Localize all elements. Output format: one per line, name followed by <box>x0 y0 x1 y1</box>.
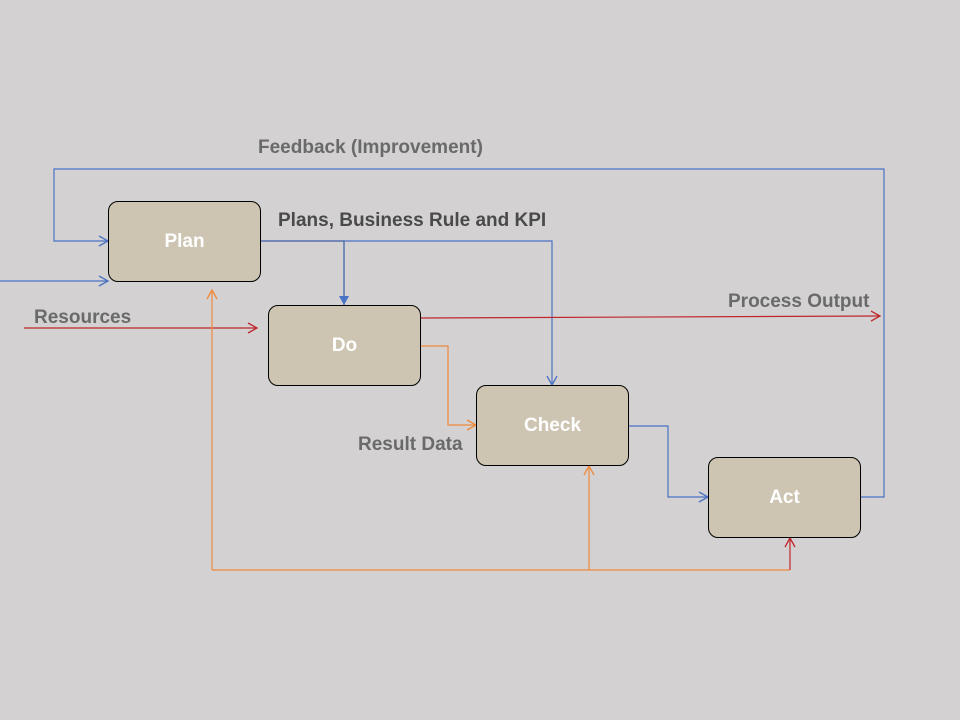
plans-rules-label: Plans, Business Rule and KPI <box>278 210 547 231</box>
plan-label: Plan <box>164 230 205 252</box>
plan-to-do-arrow <box>260 240 349 305</box>
do-to-check-arrow <box>420 345 478 431</box>
feedback-loop-arrow <box>53 168 885 498</box>
act-box: Act <box>708 457 861 538</box>
process-output-arrow <box>419 310 882 322</box>
do-box: Do <box>268 305 421 386</box>
check-to-act-arrow <box>628 425 710 503</box>
feedback-label: Feedback (Improvement) <box>258 137 483 158</box>
plan-box: Plan <box>108 201 261 282</box>
check-box: Check <box>476 385 629 466</box>
act-label: Act <box>769 486 800 508</box>
process-output-label: Process Output <box>728 291 870 312</box>
result-data-label: Result Data <box>358 434 463 455</box>
resources-label: Resources <box>34 307 132 328</box>
do-label: Do <box>331 334 358 356</box>
plan-to-check-arrow <box>344 240 558 387</box>
check-label: Check <box>523 414 582 436</box>
